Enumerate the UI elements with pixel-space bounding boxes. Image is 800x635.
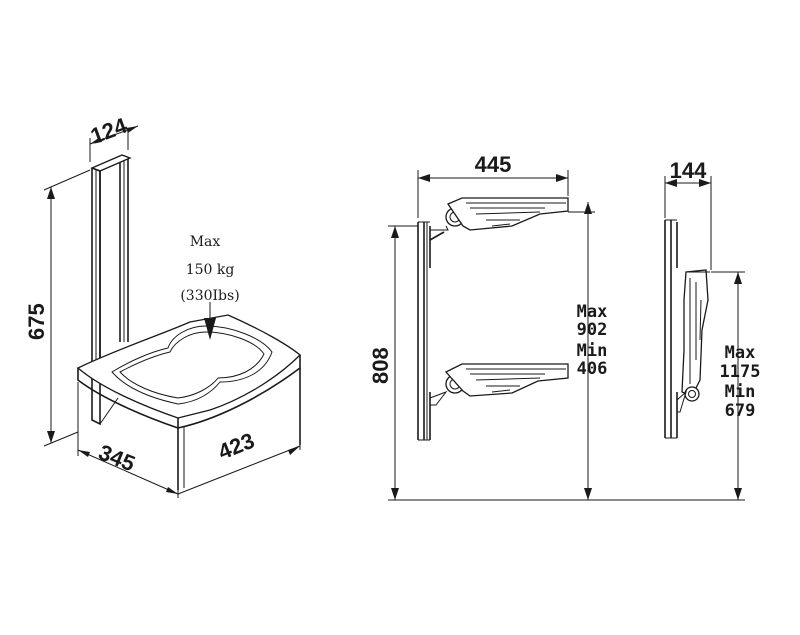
load-arrow [204,302,216,340]
dim-depth-label: 345 [95,439,138,476]
side-range-min-label: Min [725,382,756,402]
dim-front-width: 445 [417,152,569,218]
front-range-min-label: Min [577,341,608,361]
dim-side-width: 144 [664,158,712,270]
dim-side-width-label: 144 [670,158,707,183]
side-range-max-value: 1175 [720,362,761,382]
side-wall-rail [664,219,678,439]
seat-body [76,314,301,490]
dim-width-label: 423 [215,428,258,465]
folded-seat [676,269,710,413]
dim-front-width-label: 445 [475,152,512,177]
side-range-min-value: 679 [725,401,756,421]
dim-front-height-label: 808 [368,347,393,384]
dim-height: 675 [24,169,91,447]
front-range-min-value: 406 [577,359,608,379]
front-range-max-value: 902 [577,320,608,340]
back-rail-frame [90,154,132,426]
side-view: 144 Max 1175 Min 679 [664,158,761,500]
front-view: 445 808 Max 902 Min 406 [368,152,745,501]
perspective-view: 124 675 345 423 Max 150 kg (330Ibs) [24,112,301,498]
upper-seat [429,197,569,241]
dim-width: 423 [177,428,301,495]
wall-rail [417,221,431,441]
side-range-max-label: Max [725,343,756,363]
load-note-line2: 150 kg [186,262,235,278]
dim-top-width: 124 [87,112,139,162]
load-note-line1: Max [190,234,221,250]
front-range-max-label: Max [577,302,608,322]
lower-seat [429,363,569,406]
dim-side-range: Max 1175 Min 679 [711,271,761,500]
dim-front-range: Max 902 Min 406 [568,202,607,500]
dim-top-width-label: 124 [87,112,131,148]
dim-height-label: 675 [24,303,49,340]
load-note-line3: (330Ibs) [180,288,239,304]
dim-front-height: 808 [368,225,418,501]
